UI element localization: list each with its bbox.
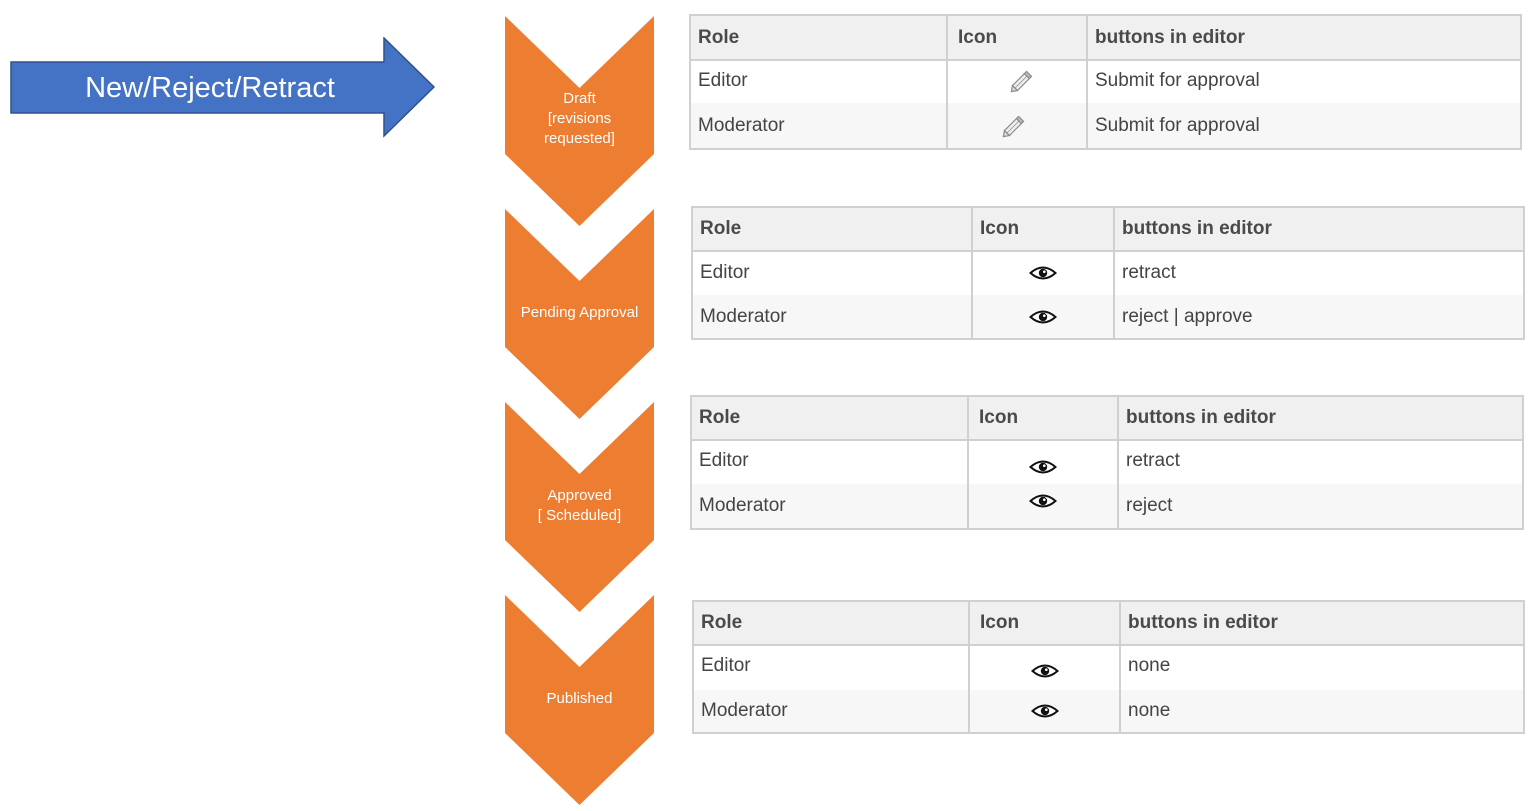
header-buttons: buttons in editor bbox=[1086, 16, 1520, 59]
stage-approved-label: Approved [ Scheduled] bbox=[505, 486, 654, 526]
icon-cell bbox=[946, 59, 1086, 103]
pencil-icon bbox=[1010, 70, 1033, 93]
icon-cell bbox=[968, 690, 1119, 732]
header-buttons: buttons in editor bbox=[1117, 397, 1522, 439]
table-row: Moderator reject | approve bbox=[693, 295, 1523, 338]
draft-role-table: Role Icon buttons in editor Editor Submi… bbox=[689, 14, 1522, 150]
icon-cell bbox=[967, 484, 1117, 528]
role-cell: Editor bbox=[699, 450, 749, 471]
table-header-row: Role Icon buttons in editor bbox=[693, 208, 1523, 252]
pencil-icon bbox=[1002, 115, 1025, 137]
eye-icon bbox=[1029, 494, 1057, 508]
icon-cell bbox=[971, 295, 1113, 338]
role-cell: Moderator bbox=[698, 114, 785, 136]
stage-label-line: Pending Approval bbox=[520, 304, 639, 321]
header-icon: Icon bbox=[967, 397, 1117, 439]
icon-cell bbox=[946, 103, 1086, 148]
eye-icon bbox=[1029, 310, 1057, 323]
table-row: Moderator reject bbox=[692, 484, 1522, 528]
table-row: Editor retract bbox=[693, 250, 1523, 295]
header-icon: Icon bbox=[968, 602, 1119, 644]
buttons-cell: retract bbox=[1113, 250, 1523, 295]
header-role: Role bbox=[701, 612, 743, 633]
stage-label-line: Approved bbox=[547, 487, 612, 504]
stage-published-label: Published bbox=[505, 689, 654, 709]
header-role: Role bbox=[700, 218, 742, 239]
entry-arrow bbox=[10, 37, 436, 138]
header-role: Role bbox=[699, 407, 741, 428]
table-header-row: Role Icon buttons in editor bbox=[694, 602, 1523, 646]
header-buttons: buttons in editor bbox=[1113, 208, 1523, 250]
buttons-cell: none bbox=[1119, 690, 1523, 732]
icon-cell bbox=[968, 644, 1119, 690]
eye-icon bbox=[1029, 266, 1057, 279]
stage-label-line: requested] bbox=[544, 130, 615, 147]
table-row: Editor none bbox=[694, 644, 1523, 690]
pending-role-table: Role Icon buttons in editor Editor retra… bbox=[691, 206, 1525, 340]
stage-label-line: Draft bbox=[563, 90, 596, 107]
stage-pending-chevron: Pending Approval bbox=[505, 209, 654, 420]
table-header-row: Role Icon buttons in editor bbox=[691, 16, 1520, 61]
role-cell: Editor bbox=[698, 70, 748, 91]
stage-pending-label: Pending Approval bbox=[505, 303, 654, 323]
header-icon: Icon bbox=[971, 208, 1113, 250]
role-cell: Moderator bbox=[700, 305, 787, 327]
header-role: Role bbox=[698, 26, 740, 48]
role-cell: Editor bbox=[700, 261, 750, 283]
buttons-cell: Submit for approval bbox=[1086, 59, 1520, 103]
stage-draft-chevron: Draft [revisions requested] bbox=[505, 16, 654, 227]
stage-draft-label: Draft [revisions requested] bbox=[505, 89, 654, 149]
table-header-row: Role Icon buttons in editor bbox=[692, 397, 1522, 441]
eye-icon bbox=[1030, 664, 1059, 678]
stage-approved-chevron: Approved [ Scheduled] bbox=[505, 402, 654, 613]
buttons-cell: reject | approve bbox=[1113, 295, 1523, 338]
entry-label: New/Reject/Retract bbox=[85, 71, 335, 104]
icon-cell bbox=[971, 250, 1113, 295]
table-row: Moderator Submit for approval bbox=[691, 103, 1520, 148]
published-role-table: Role Icon buttons in editor Editor none … bbox=[692, 600, 1525, 734]
buttons-cell: reject bbox=[1117, 484, 1522, 528]
stage-label-line: Published bbox=[546, 690, 613, 707]
stage-published-chevron: Published bbox=[505, 595, 654, 806]
buttons-cell: Submit for approval bbox=[1086, 103, 1520, 148]
approved-role-table: Role Icon buttons in editor Editor retra… bbox=[690, 395, 1524, 530]
buttons-cell: none bbox=[1119, 644, 1523, 690]
header-buttons: buttons in editor bbox=[1119, 602, 1523, 644]
role-cell: Moderator bbox=[701, 700, 788, 721]
stage-label-line: [ Scheduled] bbox=[537, 507, 622, 524]
buttons-cell: retract bbox=[1117, 439, 1522, 484]
header-icon: Icon bbox=[946, 16, 1086, 59]
role-cell: Editor bbox=[701, 655, 751, 676]
eye-icon bbox=[1030, 704, 1059, 718]
table-row: Moderator none bbox=[694, 690, 1523, 732]
table-row: Editor retract bbox=[692, 439, 1522, 484]
role-cell: Moderator bbox=[699, 495, 786, 516]
eye-icon bbox=[1029, 460, 1057, 474]
table-row: Editor Submit for approval bbox=[691, 59, 1520, 103]
stage-label-line: [revisions bbox=[547, 110, 612, 127]
icon-cell bbox=[967, 439, 1117, 484]
